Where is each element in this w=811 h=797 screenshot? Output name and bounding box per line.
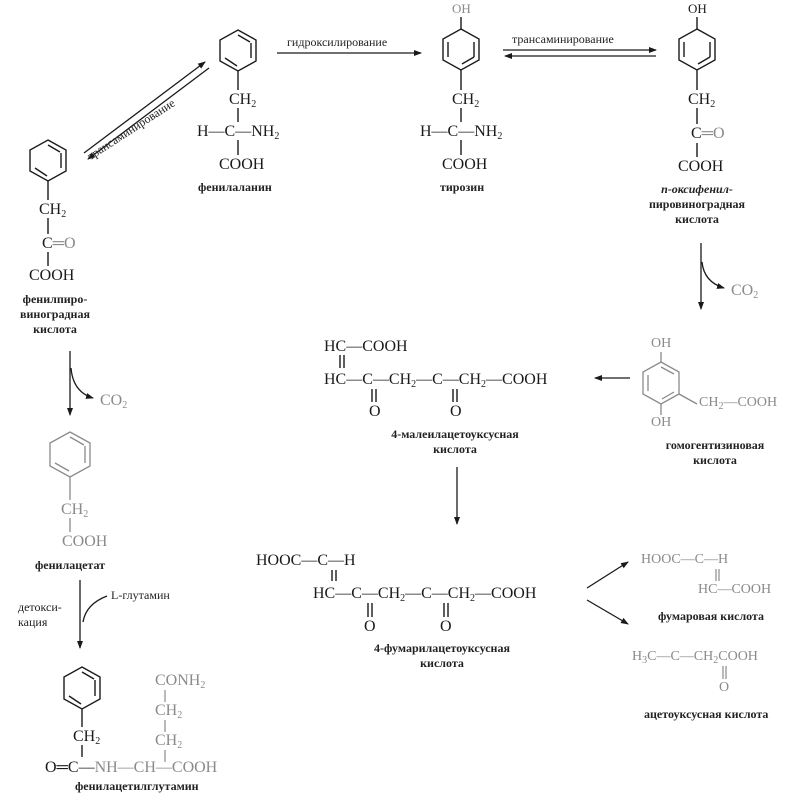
phenylpyruvate-name: фенилпиро- виноградная кислота xyxy=(20,292,90,336)
label-detox-2: кация xyxy=(18,615,48,629)
hydroxyphenylpyruvate-name: п-оксифенил- пировиноградная кислота xyxy=(648,182,746,226)
hydroxyphenylpyruvate-ch2: CH2 xyxy=(688,91,716,110)
homogentisate-side-chain: CH2—COOH xyxy=(699,395,778,412)
arrow-transamination-forward xyxy=(83,61,206,154)
label-transamination-right: трансаминирование xyxy=(512,32,614,46)
phenylalanine-name: фенилаланин xyxy=(198,180,272,194)
tyrosine-hc-nh2: H—C—NH2 xyxy=(420,123,503,142)
phenylpyruvate-co: C═O xyxy=(42,235,76,252)
hydroxyphenylpyruvate-co: C═O xyxy=(691,125,725,142)
tyrosine-oh: OH xyxy=(452,1,471,16)
phenylalanine-benzene-ring xyxy=(219,29,257,155)
label-detox-1: детокси- xyxy=(18,600,62,614)
arrow-to-acetoacetate xyxy=(586,599,629,625)
phenylalanine-hc-nh2: H—C—NH2 xyxy=(197,123,280,142)
tyrosine-cooh: COOH xyxy=(442,156,488,173)
co2-right: CO2 xyxy=(731,282,759,301)
label-hydroxylation: гидроксилирование xyxy=(287,35,388,49)
reaction-arrows xyxy=(67,47,725,649)
arrow-transamination-back xyxy=(87,67,210,160)
co2-left: CO2 xyxy=(100,392,128,411)
maleylacetoacetate-o1: O xyxy=(369,403,381,420)
fumarate-top: HOOC—C—H xyxy=(641,552,729,567)
maleylacetoacetate-o2: O xyxy=(450,403,462,420)
fumarate-bottom: HC—COOH xyxy=(698,582,772,597)
hydroxyphenylpyruvate-benzene-ring xyxy=(678,17,716,157)
arrow-to-fumarate xyxy=(586,561,629,589)
fumarylacetoacetate-name: 4-фумарилацетоуксусная кислота xyxy=(374,641,510,670)
phenylacetate-benzene-ring xyxy=(49,431,91,532)
glutamine-branch xyxy=(82,595,108,623)
fumarate-name: фумаровая кислота xyxy=(658,609,765,623)
phenylacetate-cooh: COOH xyxy=(62,533,108,550)
phenylacetylglutamine-ch2: CH2 xyxy=(73,728,101,747)
fumarylacetoacetate-o1: O xyxy=(364,618,376,635)
homogentisate-benzene-ring xyxy=(642,352,698,415)
phenylpyruvate-cooh: COOH xyxy=(29,267,75,284)
maleylacetoacetate-top: HC—COOH xyxy=(324,338,408,355)
maleylacetoacetate-chain: HC—C—CH2—C—CH2—COOH xyxy=(324,371,548,390)
hydroxyphenylpyruvate-oh: OH xyxy=(688,1,707,16)
maleylacetoacetate-bonds xyxy=(339,355,458,402)
co2-branch-left xyxy=(70,367,94,399)
phenylacetylglutamine-name: фенилацетилглутамин xyxy=(75,779,199,793)
acetoacetate-name: ацетоуксусная кислота xyxy=(644,707,769,721)
phenylacetylglutamine-chain: O═C—NH—CH—COOH xyxy=(45,759,218,776)
hydroxyphenylpyruvate-cooh: COOH xyxy=(678,158,724,175)
homogentisate-oh-bottom: OH xyxy=(651,415,672,430)
phenylacetate-name: фенилацетат xyxy=(35,558,106,572)
phenylpyruvate-ch2: CH2 xyxy=(39,201,67,220)
fumarate-acetoacetate-bonds xyxy=(715,569,727,679)
homogentisate-name: гомогентизиновая кислота xyxy=(665,438,765,467)
phenylalanine-cooh: COOH xyxy=(219,156,265,173)
fumarylacetoacetate-o2: O xyxy=(440,618,452,635)
maleylacetoacetate-name: 4-малеилацетоуксусная кислота xyxy=(391,427,519,456)
fumarylacetoacetate-chain: HC—C—CH2—C—CH2—COOH xyxy=(313,585,537,604)
glutamine-ch2-a: CH2 xyxy=(155,702,183,721)
label-l-glutamine: L-глутамин xyxy=(111,588,170,602)
glutamine-ch2-b: CH2 xyxy=(155,732,183,751)
acetoacetate-o: O xyxy=(719,680,730,695)
phenylacetate-ch2: CH2 xyxy=(61,501,89,520)
tyrosine-benzene-ring xyxy=(442,17,480,155)
phenylpyruvate-benzene-ring xyxy=(29,139,67,266)
phenylalanine-ch2: CH2 xyxy=(229,91,257,110)
fumarylacetoacetate-bonds xyxy=(331,570,449,617)
fumarylacetoacetate-top: HOOC—C—H xyxy=(256,552,356,569)
co2-branch-right xyxy=(701,261,725,289)
tyrosine-name: тирозин xyxy=(440,180,485,194)
tyrosine-ch2: CH2 xyxy=(452,91,480,110)
homogentisate-oh-top: OH xyxy=(651,336,672,351)
phenylacetylglutamine-benzene-ring xyxy=(63,666,101,757)
acetoacetate-formula: H3C—C—CH2COOH xyxy=(632,649,758,666)
glutamine-conh2: CONH2 xyxy=(155,672,206,691)
